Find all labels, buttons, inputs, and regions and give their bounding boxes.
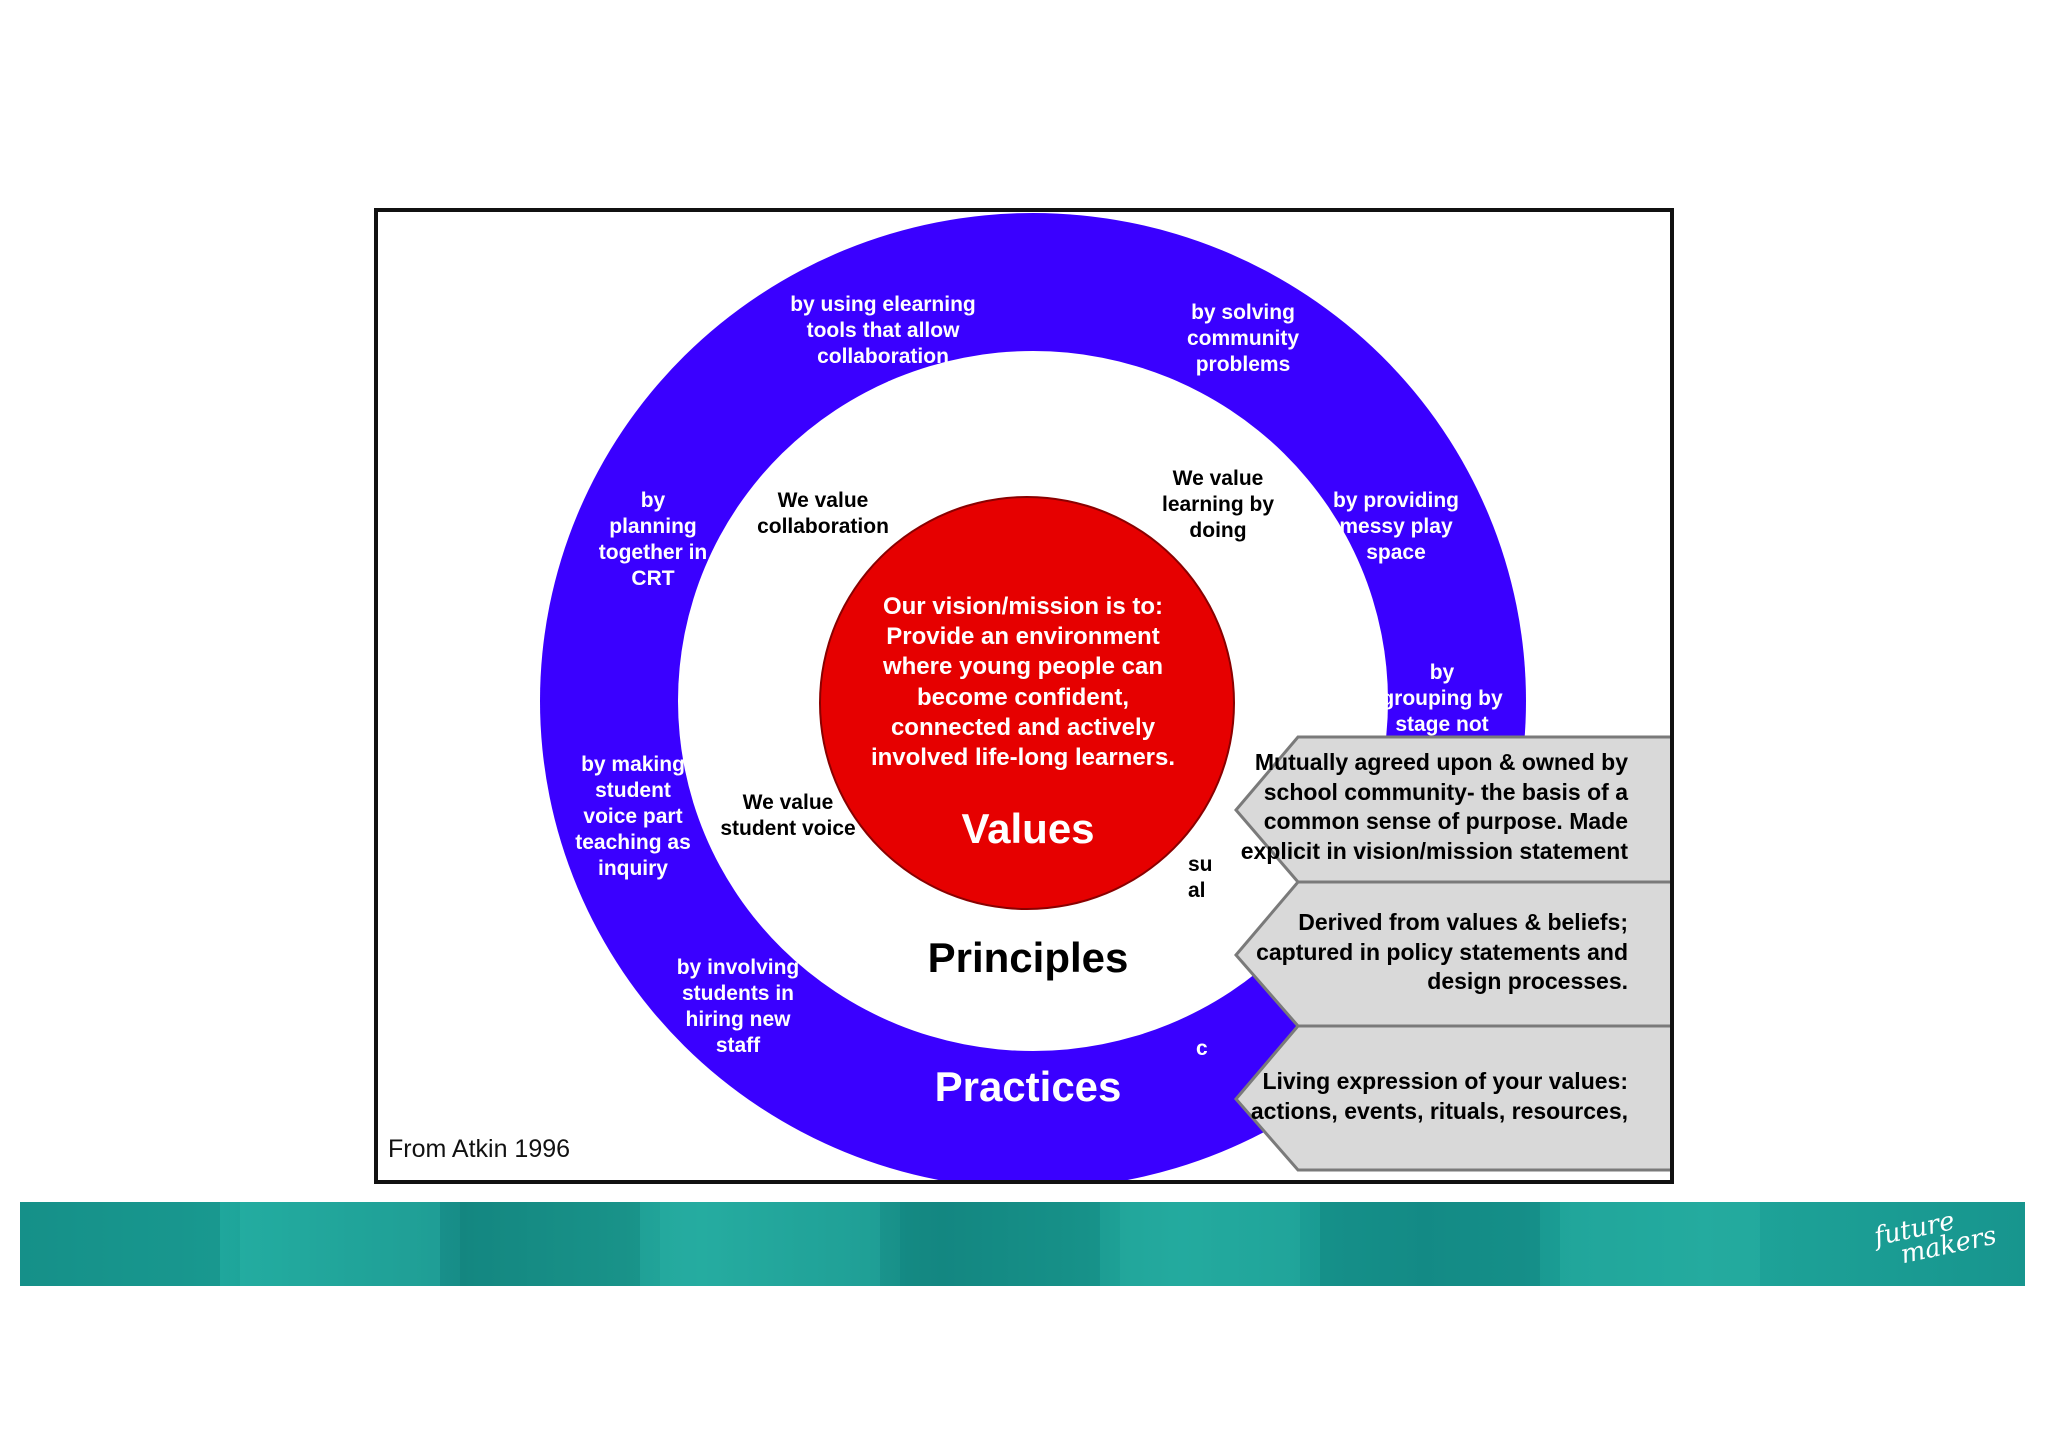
banner-photo-tile [660, 1202, 880, 1286]
practice-elearning: by using elearning tools that allow coll… [790, 293, 976, 369]
banner-photo-tile [460, 1202, 640, 1286]
values-core [819, 496, 1235, 910]
principle-learning-by-doing: We value learning by doing [1161, 467, 1275, 543]
practices-label: Practices [934, 1063, 1122, 1110]
practice-partial: c [1196, 1037, 1208, 1060]
footer-banner: future makers [20, 1202, 2025, 1286]
future-makers-logo: future makers [1872, 1202, 2000, 1273]
banner-photo-tile [900, 1202, 1100, 1286]
vision-mission-text: Our vision/mission is to: Provide an env… [870, 593, 1176, 772]
principle-student-voice: We value student voice [720, 791, 856, 841]
principle-partial-1: su al [1188, 853, 1213, 903]
banner-photo-tile [20, 1202, 220, 1286]
practice-inquiry: by making student voice part teaching as… [575, 753, 691, 881]
practices-callout-text: Living expression of your values: action… [1250, 1068, 1628, 1124]
practice-hiring: by involving students in hiring new staf… [676, 956, 800, 1058]
practice-crt: by planning together in CRT [598, 489, 708, 591]
banner-photo-tile [1120, 1202, 1300, 1286]
practice-messy-play: by providing messy play space [1333, 489, 1459, 565]
diagram-frame: by using elearning tools that allow coll… [374, 208, 1674, 1184]
values-label: Values [961, 805, 1095, 852]
practice-grouping: by grouping by stage not [1381, 661, 1503, 737]
source-citation: From Atkin 1996 [388, 1135, 571, 1163]
principles-label: Principles [927, 934, 1129, 981]
values-callout-text: Mutually agreed upon & owned by school c… [1240, 749, 1628, 864]
principles-callout-text: Derived from values & beliefs; captured … [1256, 909, 1628, 995]
banner-photo-tile [240, 1202, 440, 1286]
banner-photo-tile [1320, 1202, 1540, 1286]
banner-photo-tile [1560, 1202, 1760, 1286]
practice-community: by solving community problems [1186, 301, 1299, 377]
principle-collaboration: We value collaboration [757, 489, 889, 539]
